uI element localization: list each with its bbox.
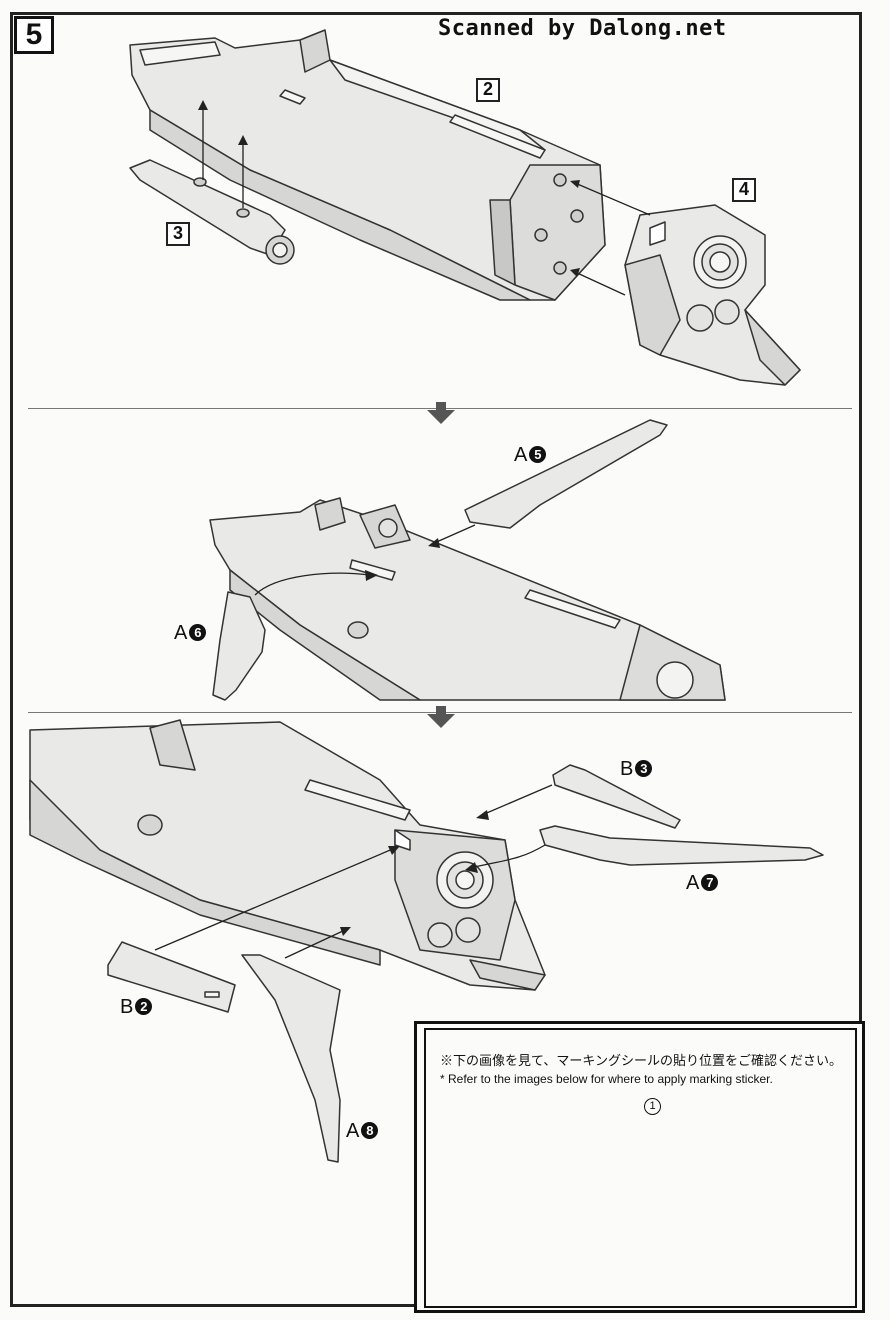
step-number: 5 [14,16,54,54]
flow-arrow-2-icon [427,714,455,728]
part-label-2: 2 [476,78,500,102]
part-b3-strip [552,764,681,829]
part-label-4: 4 [732,178,756,202]
sticker-note-japanese: ※下の画像を見て、マーキングシールの貼り位置をご確認ください。 [440,1053,842,1068]
flow-arrow-1-stem [436,402,446,410]
part-3-piece [129,159,295,265]
main-body-section-3 [29,719,546,991]
part-a5-wing [464,419,668,529]
sticker-inset-inner [424,1028,857,1308]
sticker-number-label: 1 [644,1098,661,1115]
part-a6-fin [212,591,266,701]
flow-arrow-2-stem [436,706,446,714]
main-body-section-2 [209,497,726,701]
sticker-note-english: * Refer to the images below for where to… [440,1072,773,1086]
sticker-inset-outer [414,1021,865,1313]
part-4-thruster-block [624,204,801,386]
part-b2-plate [107,941,236,1013]
main-body-part-2 [129,29,606,301]
flow-arrow-1-icon [427,410,455,424]
scan-credit: Scanned by Dalong.net [438,16,727,41]
part-a8-fin [241,954,341,1163]
part-label-3: 3 [166,222,190,246]
part-a7-wing [539,825,824,866]
